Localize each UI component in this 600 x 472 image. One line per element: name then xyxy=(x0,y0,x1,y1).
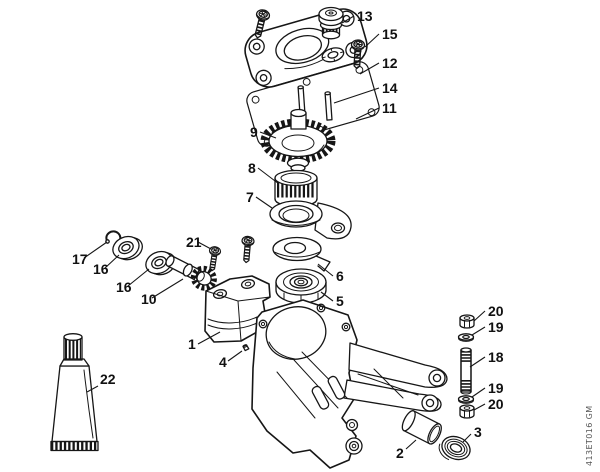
grease-tube-22 xyxy=(50,333,99,452)
screw-21b xyxy=(240,236,254,263)
bushing-2 xyxy=(401,410,442,445)
callout-9: 9 xyxy=(250,124,258,140)
callout-6: 6 xyxy=(336,268,344,284)
callout-8: 8 xyxy=(248,160,256,176)
ball-bearing-5 xyxy=(275,268,327,304)
callout-5: 5 xyxy=(336,293,344,309)
sealing-ring-3 xyxy=(438,435,471,461)
callout-11: 11 xyxy=(382,100,397,116)
shim-washer-6 xyxy=(272,236,331,272)
swivel-arm-7 xyxy=(269,200,352,240)
callout-19-upper: 19 xyxy=(488,319,504,335)
callout-20-lower: 20 xyxy=(488,396,504,412)
callout-3: 3 xyxy=(474,424,482,440)
callout-19-lower: 19 xyxy=(488,380,504,396)
callout-18: 18 xyxy=(488,349,504,365)
callout-13: 13 xyxy=(357,8,373,24)
callout-14: 14 xyxy=(382,80,398,96)
callout-labels: 13 15 12 14 11 9 8 7 21 17 16 16 10 6 5 … xyxy=(72,8,504,461)
callout-4: 4 xyxy=(219,354,227,370)
callout-16b: 16 xyxy=(116,279,132,295)
callout-7: 7 xyxy=(246,189,254,205)
screw-21a xyxy=(206,246,221,272)
callout-1: 1 xyxy=(188,336,196,352)
washer-19-upper xyxy=(457,333,475,343)
gear-housing-1 xyxy=(204,275,448,469)
callout-15: 15 xyxy=(382,26,398,42)
pin-4 xyxy=(242,344,250,352)
stud-18 xyxy=(460,347,472,395)
leader-lines xyxy=(83,15,486,450)
locknut-20-lower xyxy=(459,404,475,419)
filler-plug-13 xyxy=(318,6,344,40)
callout-22: 22 xyxy=(100,371,116,387)
callout-20-upper: 20 xyxy=(488,303,504,319)
callout-10: 10 xyxy=(141,291,157,307)
callout-17: 17 xyxy=(72,251,88,267)
callout-2: 2 xyxy=(396,445,404,461)
ball-bearing-16a xyxy=(112,235,143,261)
dowel-pins-14 xyxy=(297,85,333,121)
washer-19-lower xyxy=(457,395,475,405)
callout-16a: 16 xyxy=(93,261,109,277)
figure-code-watermark: 413ET016 GM xyxy=(585,405,594,466)
bevel-gear-9 xyxy=(260,108,336,172)
locknut-20-upper xyxy=(459,314,475,329)
callout-12: 12 xyxy=(382,55,398,71)
callout-21: 21 xyxy=(186,234,202,250)
